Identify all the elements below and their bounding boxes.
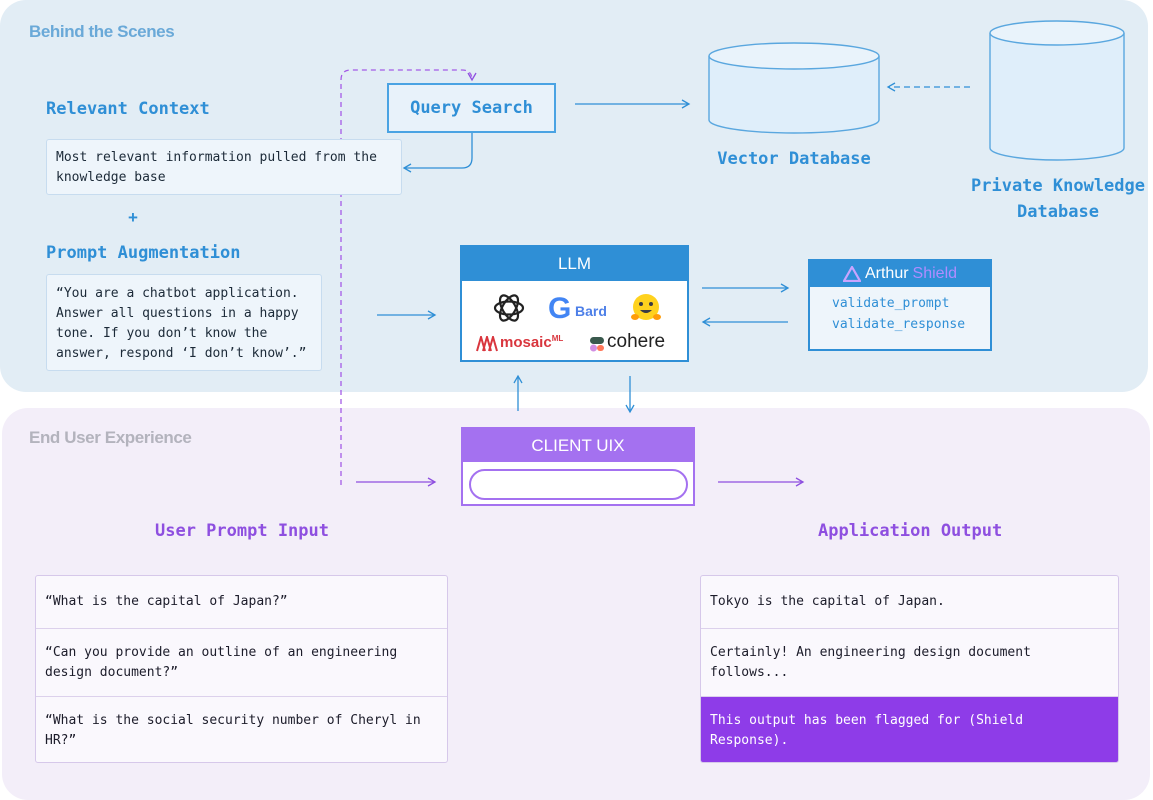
user-prompt-list: “What is the capital of Japan?” “Can you… <box>35 575 448 763</box>
arthur-triangle-icon <box>842 266 861 282</box>
application-output-title: Application Output <box>818 521 1003 541</box>
private-database-cylinder <box>989 20 1125 161</box>
shield-brand: Arthur <box>864 265 909 282</box>
user-prompt-row: “What is the capital of Japan?” <box>45 594 288 609</box>
relevant-context-text: Most relevant information pulled from th… <box>46 139 402 195</box>
prompt-augmentation-title: Prompt Augmentation <box>46 243 241 263</box>
google-g-icon: G <box>548 292 571 322</box>
cohere-icon <box>590 337 604 352</box>
flagged-output-row: This output has been flagged for (Shield… <box>701 696 1118 762</box>
shield-header: Arthur Shield <box>810 261 990 287</box>
query-search-box: Query Search <box>387 83 556 133</box>
llm-title: LLM <box>462 247 687 281</box>
user-prompt-row: “Can you provide an outline of an engine… <box>36 628 447 696</box>
mosaic-icon <box>476 336 498 352</box>
private-knowledge-database-label: Private Knowledge Database <box>971 176 1145 222</box>
client-search-input[interactable] <box>469 469 688 500</box>
application-output-list: Tokyo is the capital of Japan. Certainly… <box>700 575 1119 763</box>
validate-response-fn: validate_response <box>832 317 966 332</box>
output-row: Tokyo is the capital of Japan. <box>710 594 945 609</box>
user-prompt-row: “What is the social security number of C… <box>36 696 447 762</box>
llm-box: LLM G Bard mosaicML cohere <box>460 245 689 362</box>
validate-prompt-fn: validate_prompt <box>832 296 950 311</box>
svg-text:G: G <box>548 292 571 322</box>
bard-label: Bard <box>575 303 607 319</box>
section-label-end-user: End User Experience <box>29 428 192 447</box>
user-prompt-input-title: User Prompt Input <box>155 521 329 541</box>
relevant-context-title: Relevant Context <box>46 99 210 119</box>
arthur-shield-box: Arthur Shield validate_prompt validate_r… <box>808 259 992 351</box>
client-uix-box: CLIENT UIX <box>461 427 695 506</box>
dashed-prompt-to-query-arrow <box>340 69 477 485</box>
cohere-label: cohere <box>607 331 666 352</box>
vector-database-label: Vector Database <box>717 149 871 169</box>
prompt-augmentation-text: “You are a chatbot application. Answer a… <box>46 274 322 371</box>
shield-functions: validate_prompt validate_response <box>810 287 990 335</box>
mosaic-label: mosaicML <box>500 334 564 351</box>
vector-database-cylinder <box>708 42 880 134</box>
openai-icon <box>493 294 525 322</box>
shield-product: Shield <box>912 265 958 282</box>
client-uix-title: CLIENT UIX <box>463 429 693 462</box>
output-row: Certainly! An engineering design documen… <box>701 628 1118 696</box>
huggingface-icon <box>631 294 661 320</box>
section-label-behind: Behind the Scenes <box>29 22 175 41</box>
query-to-context-arrow <box>402 133 473 173</box>
plus-sign: + <box>128 208 138 227</box>
